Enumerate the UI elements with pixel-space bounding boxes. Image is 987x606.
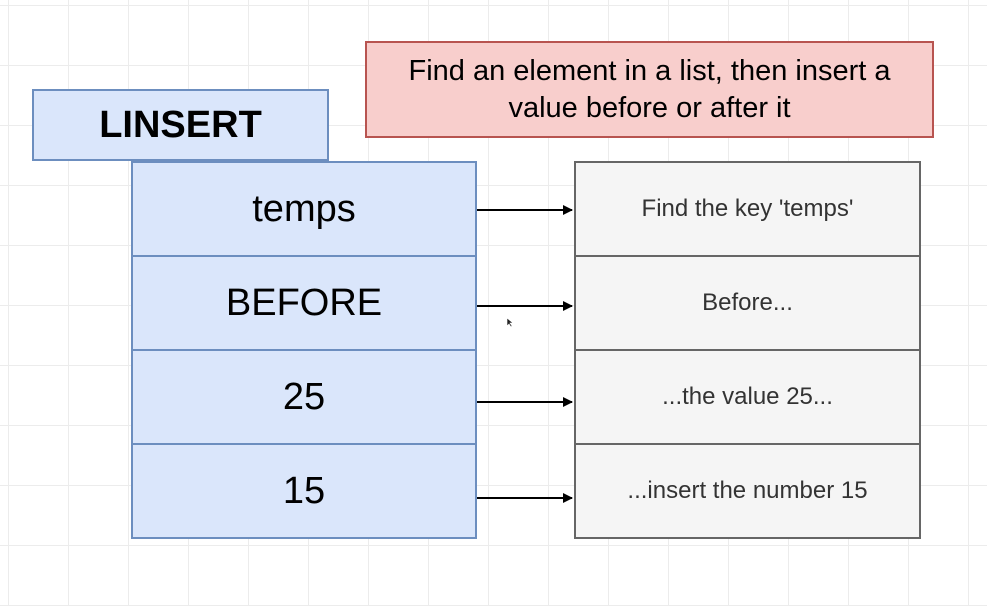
command-description-note: Find an element in a list, then insert a… [365,41,934,138]
explanation-cell-element: ...insert the number 15 [574,443,921,539]
argument-cell-element: 15 [131,443,477,539]
explanation-column: Find the key 'temps' Before... ...the va… [574,161,921,539]
argument-cell-position: BEFORE [131,255,477,351]
argument-cell-pivot: 25 [131,349,477,445]
argument-column: temps BEFORE 25 15 [131,161,477,539]
command-title: LINSERT [32,89,329,161]
argument-cell-key: temps [131,161,477,257]
explanation-cell-key: Find the key 'temps' [574,161,921,257]
explanation-cell-pivot: ...the value 25... [574,349,921,445]
mouse-pointer-icon [506,317,514,328]
explanation-cell-position: Before... [574,255,921,351]
